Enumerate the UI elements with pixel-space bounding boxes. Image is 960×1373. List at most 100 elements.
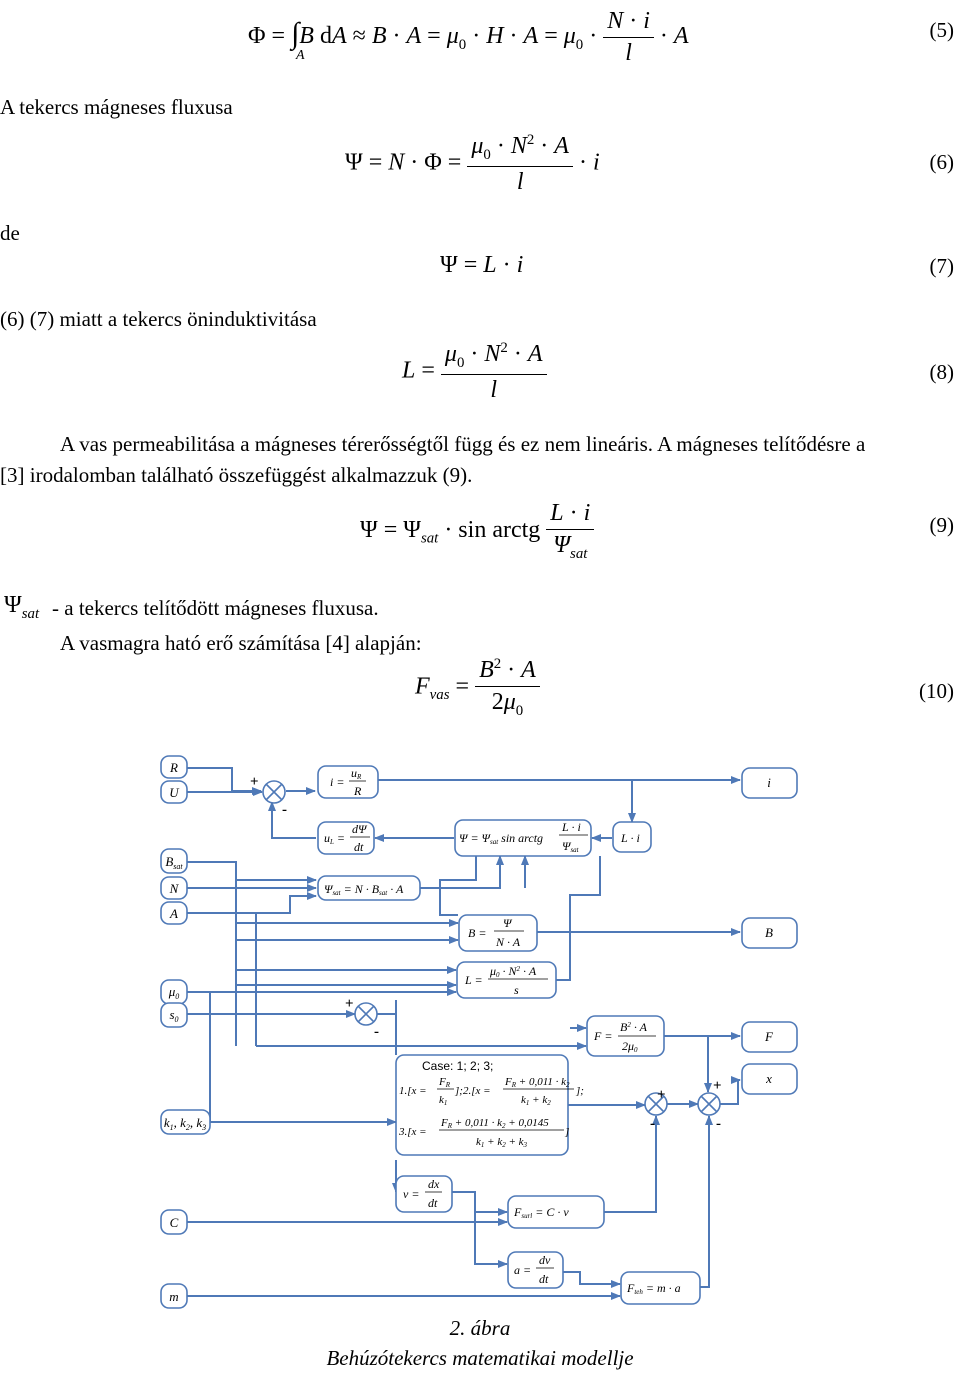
a-formula-box (507, 1251, 564, 1289)
output-i-label: i (767, 775, 771, 790)
input-u-box (160, 780, 188, 804)
wire-psisat-up (420, 855, 504, 889)
sign-minus-3: - (650, 1116, 655, 1132)
v-formula-num: dx (428, 1177, 440, 1191)
l-formula-num: μ0 · N2 · A (489, 964, 537, 979)
v-formula-box (395, 1175, 453, 1213)
i-formula-den: R (353, 784, 362, 798)
psi-formula-num: L · i (561, 820, 581, 834)
output-x-box (741, 1063, 798, 1095)
input-r-label: R (169, 760, 178, 775)
wires (187, 767, 741, 1300)
wire-fsurl-to-sum3 (604, 1115, 660, 1213)
ul-formula-lhs: uL = (324, 831, 345, 846)
input-a-label: A (169, 906, 178, 921)
wire-fteh-to-sum4 (700, 1115, 713, 1288)
psi-formula-lhs: Ψ = Ψsat sin arctg (459, 831, 543, 846)
paragraph-vasmag: A vasmagra ható erő számítása [4] alapjá… (60, 631, 422, 655)
fteh-formula-box (620, 1271, 701, 1305)
l-formula-lhs: L = (464, 973, 483, 987)
input-mu0-label: μ0 (168, 984, 180, 1001)
li-box (612, 821, 652, 853)
wire-a (187, 892, 317, 914)
eq-number-9: (9) (929, 513, 955, 537)
psi-formula-box (454, 819, 592, 857)
wire-a-to-fteh (563, 1271, 621, 1288)
wire-ul-feedback (268, 801, 316, 839)
f-formula-den: 2μ0 (622, 1039, 638, 1054)
wire-v-out (452, 1191, 508, 1216)
b-formula-box (458, 914, 538, 952)
integral-subscript-a: A (296, 48, 305, 63)
ul-formula-den: dt (354, 840, 364, 854)
input-u-label: U (169, 785, 180, 800)
sign-plus-3: + (657, 1087, 666, 1103)
input-c-label: C (170, 1215, 179, 1230)
figure-caption: Behúzótekercs matematikai modellje (326, 1346, 634, 1370)
summing-junctions (262, 780, 721, 1116)
sign-plus-1: + (250, 774, 259, 790)
i-formula-num: uR (351, 766, 362, 781)
b-formula-num: Ψ (503, 916, 513, 930)
case-line: Case: 1; 2; 3; (422, 1059, 493, 1073)
a-formula-num: dv (539, 1253, 551, 1267)
paragraph-oninduktivitas: (6) (7) miatt a tekercs önindukti­vitása (0, 307, 317, 331)
output-b-label: B (765, 925, 773, 940)
v-formula-lhs: v = (403, 1187, 419, 1201)
case-formula-3-end: ] (564, 1126, 569, 1138)
case-formula-3: 3.[x = (398, 1126, 427, 1138)
equation-7: Ψ = L · i (440, 252, 524, 278)
output-f-label: F (764, 1029, 774, 1044)
input-k-label: k1, k2, k3 (164, 1115, 206, 1132)
psisat-formula-box (317, 875, 421, 901)
wire-bsat (187, 861, 317, 884)
input-c-box (160, 1209, 188, 1235)
input-s0-box (160, 1002, 188, 1028)
wire-l-up (556, 856, 601, 981)
case-formula-3-num: FR + 0,011 · k2 + 0,0145 (440, 1117, 549, 1130)
figure-number: 2. ábra (449, 1316, 511, 1340)
i-formula-box (317, 765, 379, 799)
fsurl-formula-box (507, 1195, 605, 1229)
ul-formula-num: dΨ (352, 822, 368, 836)
paragraph-de: de (0, 221, 20, 245)
equation-5: Φ = ∫B dA ≈ B · A = μ0 · H · A = μ0 · N … (248, 8, 689, 66)
li-formula: L · i (620, 831, 640, 845)
wire-psi-to-b (439, 856, 477, 916)
paragraph-permeabilitas-2: [3] irodalomban található összefüggést a… (0, 463, 473, 487)
psi-sat-symbol: Ψsat (4, 592, 40, 622)
sign-minus-4: - (716, 1116, 721, 1132)
case-formula-3-den: k1 + k2 + k3 (476, 1136, 528, 1149)
l-formula-den: s (514, 983, 519, 997)
input-n-label: N (169, 881, 180, 896)
f-formula-num: B2 · A (620, 1020, 648, 1034)
case-formula-1: 1.[x = (399, 1085, 427, 1097)
psisat-formula: Ψsat = N · Bsat · A (324, 882, 404, 897)
case-formula-1-den: k1 (439, 1094, 447, 1107)
case-formula-2-den: k1 + k2 (521, 1094, 551, 1107)
input-n-box (160, 876, 188, 900)
sign-minus-2: - (374, 1024, 379, 1040)
i-formula-lhs: i = (330, 775, 344, 789)
sign-minus-1: - (282, 802, 287, 818)
output-b-box (741, 917, 798, 949)
fteh-formula: Fteh = m · a (626, 1281, 681, 1296)
a-formula-lhs: a = (514, 1263, 531, 1277)
v-formula-den: dt (428, 1196, 438, 1210)
output-f-box (741, 1021, 798, 1053)
case-formula-2-num: FR + 0,011 · k2 (504, 1076, 570, 1089)
sign-plus-4: + (713, 1078, 722, 1094)
ul-formula-box (317, 821, 375, 855)
eq-number-6: (6) (929, 150, 955, 174)
sign-plus-2: + (345, 996, 354, 1012)
b-formula-den: N · A (495, 935, 521, 949)
eq-number-7: (7) (929, 254, 955, 278)
a-formula-den: dt (539, 1272, 549, 1286)
case-formula-2: ];2.[x = (454, 1085, 491, 1097)
paragraph-fluxus: A tekercs mágneses fluxusa (0, 95, 233, 119)
input-a-box (160, 901, 188, 925)
